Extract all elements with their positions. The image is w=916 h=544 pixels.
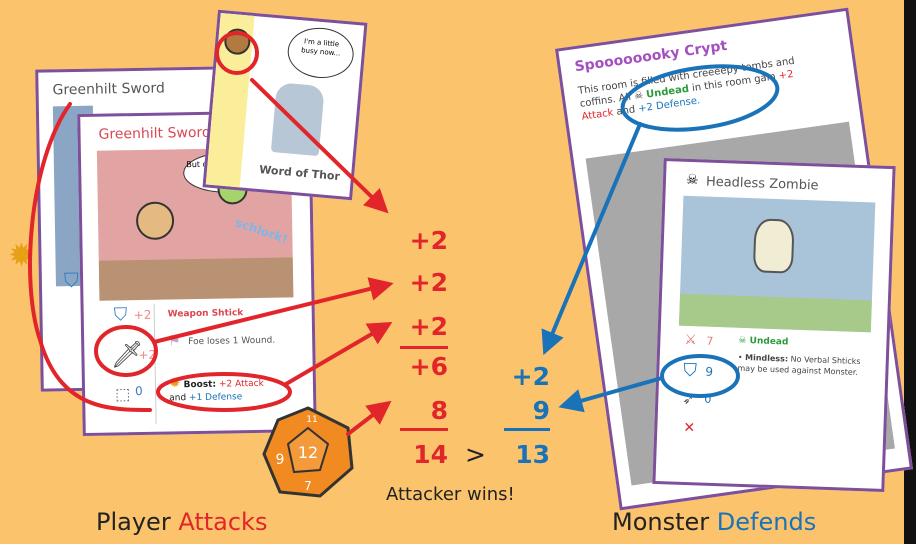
attack-stat: +2	[133, 307, 152, 323]
monster-bow-icon: ➶	[682, 391, 695, 409]
shtick-text: Foe loses 1 Wound.	[188, 335, 276, 348]
boost-label: Boost:	[183, 379, 217, 391]
monster-ability: • Mindless: No Verbal Shticks may be use…	[737, 352, 861, 377]
attacker-term-1: +2	[409, 226, 448, 255]
word-card-speech-text: I'm a little busy now...	[300, 37, 341, 58]
die-face-main: 12	[298, 443, 318, 462]
word-card: I'm a little busy now... Word of Thor	[202, 9, 368, 201]
monster-caption-1: Monster	[612, 508, 710, 536]
room-and: and	[615, 104, 636, 118]
sun-icon: ✹	[8, 236, 35, 274]
monster-skull-icon: ☠	[685, 171, 699, 189]
shtick-title: Weapon Shtick	[167, 308, 244, 320]
hero-head	[135, 201, 175, 241]
defender-term-1: +2	[511, 362, 550, 391]
monster-x-icon: ✕	[683, 419, 696, 437]
sfx-text: schlork!	[233, 215, 290, 247]
player-caption-1: Player	[96, 508, 171, 536]
attack-stat-circled: +2	[138, 347, 157, 363]
attacker-die-roll: 8	[430, 396, 448, 425]
attacker-subtotal-line	[400, 346, 448, 349]
player-card-front-title: Greenhilt Sword	[98, 124, 211, 143]
die-face-left: 9	[276, 452, 285, 468]
stat-column: ⛉ +2 🗡 +2 ⬚ 0	[99, 303, 157, 425]
attacker-total-line	[400, 428, 448, 431]
result-text: Attacker wins!	[386, 484, 515, 505]
player-caption: Player Attacks	[96, 508, 267, 536]
monster-ability-name: Mindless:	[744, 353, 789, 364]
die-face-bottom: 7	[304, 479, 312, 493]
word-card-speech: I'm a little busy now...	[285, 25, 356, 81]
player-caption-2: Attacks	[178, 508, 268, 536]
monster-card-title: Headless Zombie	[705, 174, 819, 194]
boost-sun-icon: ✹	[168, 375, 181, 392]
d12-die: 12 9 7 11	[262, 406, 354, 498]
stat-shield-icon: ⛉	[113, 304, 128, 326]
defense-icon: ⬚	[114, 384, 131, 404]
monster-art	[678, 195, 876, 333]
monster-shield-icon: ⛉	[682, 359, 698, 382]
attacker-term-3: +2	[409, 312, 448, 341]
thor-figure	[270, 82, 325, 157]
monster-attack-stat: 7	[706, 334, 714, 348]
boost-attack: +2 Attack	[218, 378, 264, 390]
player-card-back-title: Greenhilt Sword	[52, 80, 165, 99]
art-ground	[98, 257, 294, 301]
boost-box: ✹ Boost: +2 Attack and +1 Defense	[169, 375, 299, 405]
defender-total-line	[504, 428, 550, 431]
flag-icon: ⚑	[168, 333, 181, 350]
defender-total: 13	[515, 440, 550, 469]
monster-tag-text: Undead	[749, 336, 789, 348]
right-edge-bar	[904, 0, 916, 544]
word-card-title: Word of Thor	[258, 163, 341, 184]
skull-icon: ☠	[633, 90, 644, 103]
zombie-figure	[752, 218, 795, 274]
boost-defense: +1 Defense	[188, 392, 243, 404]
monster-caption: Monster Defends	[612, 508, 816, 536]
monster-art-ground	[678, 293, 872, 333]
boost-and: and	[169, 393, 187, 404]
defender-term-2: 9	[532, 396, 550, 425]
monster-defense-stat: 9	[705, 364, 714, 379]
die-face-top: 11	[306, 415, 317, 425]
defense-stat: 0	[134, 383, 143, 399]
monster-card: ☠ Headless Zombie ⚔ 7 ⛉ 9 ➶ 0 ✕ ☠ Undead…	[652, 158, 896, 492]
monster-attack-icon: ⚔	[684, 331, 698, 349]
monster-extra-stat: 0	[704, 392, 712, 406]
attacker-subtotal: +6	[409, 352, 448, 381]
player-card-back-shield-icon: ⛉	[63, 267, 80, 293]
monster-tag: ☠ Undead	[738, 335, 789, 348]
attacker-total: 14	[413, 440, 448, 469]
monster-caption-2: Defends	[716, 508, 817, 536]
compare-sign: >	[465, 440, 486, 469]
attacker-term-2: +2	[409, 268, 448, 297]
